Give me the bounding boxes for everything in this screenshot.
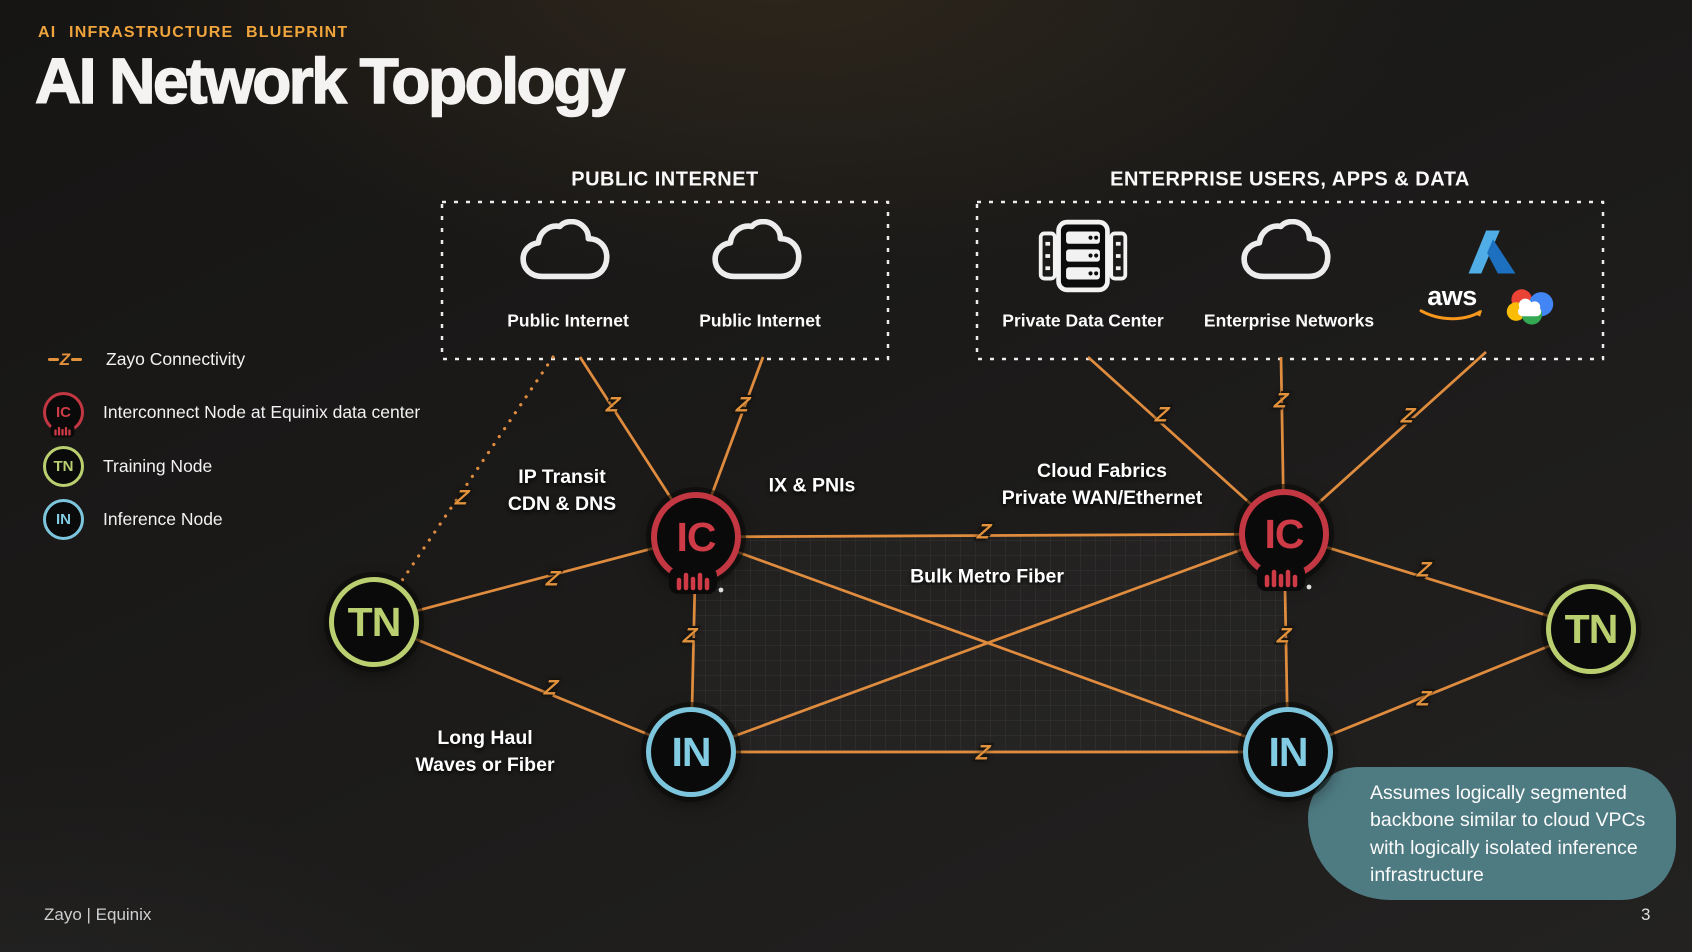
legend-item-zayo: Z Zayo Connectivity (43, 337, 245, 381)
azure-logo-icon (1468, 230, 1516, 274)
node-in-right: IN (1243, 707, 1333, 797)
legend-item-training: TN Training Node (43, 444, 212, 488)
legend-item-inference: IN Inference Node (43, 497, 223, 541)
enterprise-title: ENTERPRISE USERS, APPS & DATA (1110, 168, 1470, 191)
public-internet-box (440, 200, 890, 361)
legend-item-interconnect: IC Interconnect Node at Equinix data cen… (43, 390, 421, 437)
aws-logo: aws (1418, 281, 1486, 323)
node-label: TN (347, 598, 402, 645)
node-ic-left: IC (651, 492, 741, 594)
edge-label-line: Private WAN/Ethernet (1001, 487, 1203, 509)
callout-note: Assumes logically segmented backbone sim… (1308, 767, 1676, 900)
node-label: IC (1264, 510, 1305, 557)
cloud-icon (712, 219, 802, 280)
cloud-label: Public Internet (507, 310, 629, 331)
legend-label: Inference Node (103, 508, 223, 529)
google-cloud-logo-icon (1506, 289, 1554, 325)
enterprise-networks-label: Enterprise Networks (1203, 310, 1375, 331)
inference-node-icon: IN (43, 498, 84, 540)
enterprise-box (975, 200, 1605, 361)
node-label: TN (1564, 605, 1619, 652)
interconnect-node-icon: IC (43, 391, 84, 437)
legend-tn-text: TN (53, 457, 74, 475)
edge-label-cloud-fabrics: Cloud Fabrics Private WAN/Ethernet (1002, 458, 1202, 512)
page-title: AI Network Topology (34, 44, 626, 118)
node-in-left: IN (646, 707, 736, 797)
equinix-waveform-icon (50, 423, 74, 437)
legend-label: Training Node (103, 455, 213, 476)
node-tn-left: TN (329, 577, 419, 667)
cloud-icon (1241, 219, 1331, 280)
edge-label-long-haul: Long Haul Waves or Fiber (415, 725, 554, 779)
legend-in-text: IN (56, 510, 71, 528)
public-internet-title: PUBLIC INTERNET (571, 168, 759, 191)
legend-label: Interconnect Node at Equinix data center (103, 401, 421, 422)
node-label: IN (1268, 728, 1309, 775)
edge-label-ix-pnis: IX & PNIs (768, 474, 856, 497)
zayo-z-icon: Z (59, 349, 71, 369)
edge-label-ip-transit: IP Transit CDN & DNS (508, 464, 616, 518)
legend-ic-text: IC (56, 403, 71, 421)
zayo-connectivity-icon: Z (43, 351, 87, 368)
edge-label-line: IP Transit (518, 466, 606, 488)
edge-label-line: Waves or Fiber (415, 754, 555, 776)
training-node-icon: TN (43, 445, 84, 487)
equinix-waveform-icon (669, 567, 724, 594)
slide-eyebrow: AI INFRASTRUCTURE BLUEPRINT (38, 24, 349, 41)
edge-label-line: CDN & DNS (507, 493, 617, 515)
private-data-center-label: Private Data Center (1002, 310, 1164, 331)
node-label: IN (671, 728, 712, 775)
cloud-label: Public Internet (699, 310, 821, 331)
node-label: IC (676, 513, 717, 560)
aws-wordmark: aws (1427, 281, 1477, 312)
server-rack-icon (1038, 219, 1128, 293)
aws-swoosh-icon (1419, 309, 1482, 321)
page-number: 3 (1641, 905, 1651, 924)
equinix-waveform-icon (1257, 564, 1312, 591)
cloud-icon (520, 219, 610, 280)
footer-brand: Zayo | Equinix (44, 905, 152, 924)
edge-label-bulk-metro: Bulk Metro Fiber (910, 565, 1064, 588)
edge-label-line: Long Haul (437, 727, 533, 749)
group-dashed-borders (440, 200, 1605, 361)
legend-label: Zayo Connectivity (106, 348, 246, 369)
node-ic-right: IC (1239, 489, 1329, 591)
edge-label-line: Cloud Fabrics (1036, 460, 1168, 482)
node-tn-right: TN (1546, 584, 1636, 674)
